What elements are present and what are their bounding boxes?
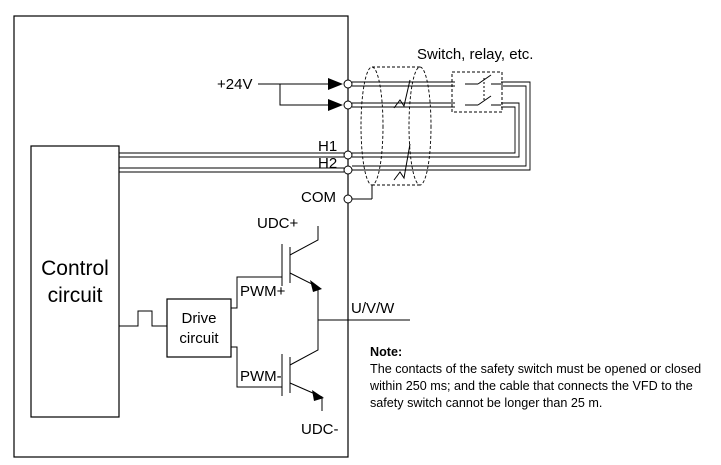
h1-h2-lines bbox=[119, 152, 344, 173]
drive-circuit-label-2: circuit bbox=[179, 330, 219, 347]
h2-label: H2 bbox=[318, 155, 337, 172]
switch-relay-label: Switch, relay, etc. bbox=[417, 46, 533, 63]
gate-lines bbox=[231, 276, 282, 388]
drive-circuit-box bbox=[166, 298, 232, 358]
note-block: Note: The contacts of the safety switch … bbox=[370, 344, 705, 412]
com-label: COM bbox=[301, 189, 336, 206]
plus24v-label: +24V bbox=[217, 76, 252, 93]
vfd-enclosure bbox=[13, 15, 349, 458]
cable-shield bbox=[360, 66, 432, 186]
upper-igbt-arrow bbox=[310, 280, 322, 292]
control-circuit-box bbox=[30, 145, 120, 418]
uvw-label: U/V/W bbox=[351, 300, 395, 317]
control-circuit-label-1: Control bbox=[41, 257, 109, 280]
external-wiring bbox=[352, 81, 531, 200]
upper-igbt bbox=[281, 226, 319, 320]
twist-marks bbox=[393, 79, 411, 181]
pwm-plus-label: PWM+ bbox=[240, 283, 286, 300]
arrow-top bbox=[328, 78, 343, 90]
h1-label: H1 bbox=[318, 138, 337, 155]
switch-contacts bbox=[465, 74, 501, 106]
plus24v-feed bbox=[258, 83, 330, 106]
control-circuit-label-2: circuit bbox=[48, 284, 103, 307]
lower-igbt-arrow bbox=[312, 390, 324, 401]
pwm-minus-label: PWM- bbox=[240, 368, 282, 385]
drive-circuit-label-1: Drive bbox=[181, 310, 216, 327]
arrow-bottom bbox=[328, 99, 343, 111]
note-title: Note: bbox=[370, 345, 403, 359]
pwm-pulse bbox=[119, 310, 167, 327]
udc-plus-label: UDC+ bbox=[257, 215, 298, 232]
udc-minus-label: UDC- bbox=[301, 421, 339, 438]
note-text: The contacts of the safety switch must b… bbox=[370, 362, 702, 410]
terminals bbox=[343, 79, 353, 204]
safety-switch-box bbox=[451, 71, 503, 113]
